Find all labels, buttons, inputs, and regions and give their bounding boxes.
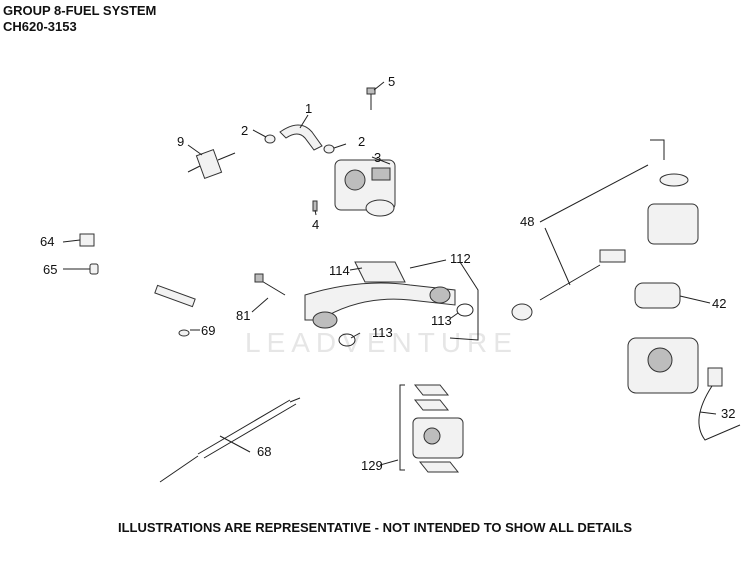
part-bracket[interactable] [154,284,196,308]
part-hose-clamp-left[interactable] [264,134,276,144]
footer-disclaimer: ILLUSTRATIONS ARE REPRESENTATIVE - NOT I… [118,520,632,535]
part-intake-manifold[interactable] [304,282,456,329]
callout-65: 65 [43,262,57,277]
part-o-ring-left[interactable] [338,333,356,347]
callout-114: 114 [329,263,350,278]
part-throttle-body[interactable] [334,159,396,217]
part-carburetor-kit[interactable] [412,384,464,473]
callout-4: 4 [312,217,319,232]
callout-2-left: 2 [241,123,248,138]
callout-112: 112 [450,251,471,266]
callout-64: 64 [40,234,54,249]
callout-42: 42 [712,296,726,311]
model-number: CH620-3153 [3,19,77,34]
callout-48: 48 [520,214,534,229]
bracket-48-top [650,139,665,160]
part-64[interactable] [79,233,95,247]
part-screw[interactable] [312,200,318,212]
bracket-129 [399,384,405,471]
callout-1: 1 [305,101,312,116]
part-65[interactable] [89,263,99,275]
watermark: LEADVENTURE [245,327,518,358]
callout-68: 68 [257,444,271,459]
bracket-112 [449,261,479,341]
callout-129: 129 [361,458,383,473]
part-hose-clamp-right[interactable] [323,144,335,154]
part-bolt[interactable] [366,87,376,110]
callout-5: 5 [388,74,395,89]
callout-81: 81 [236,308,250,323]
part-81[interactable] [254,273,286,296]
callout-113-left: 113 [372,325,393,340]
part-32-carb-body[interactable] [627,337,741,441]
callout-32: 32 [721,406,735,421]
part-gasket-114[interactable] [354,261,406,283]
part-fuel-hose[interactable] [279,124,323,151]
callout-113-right: 113 [431,313,452,328]
callout-69: 69 [201,323,215,338]
part-harness[interactable] [159,397,301,483]
callout-9: 9 [177,134,184,149]
diagram-title: GROUP 8-FUEL SYSTEM [3,3,157,18]
part-42[interactable] [634,282,681,309]
part-48-carb-components[interactable] [511,173,699,321]
part-fuel-filter[interactable] [187,149,236,179]
part-69[interactable] [178,329,190,337]
part-o-ring-right[interactable] [456,303,474,317]
callout-2-right: 2 [358,134,365,149]
leader-lines [62,81,717,466]
callout-3: 3 [374,150,381,165]
